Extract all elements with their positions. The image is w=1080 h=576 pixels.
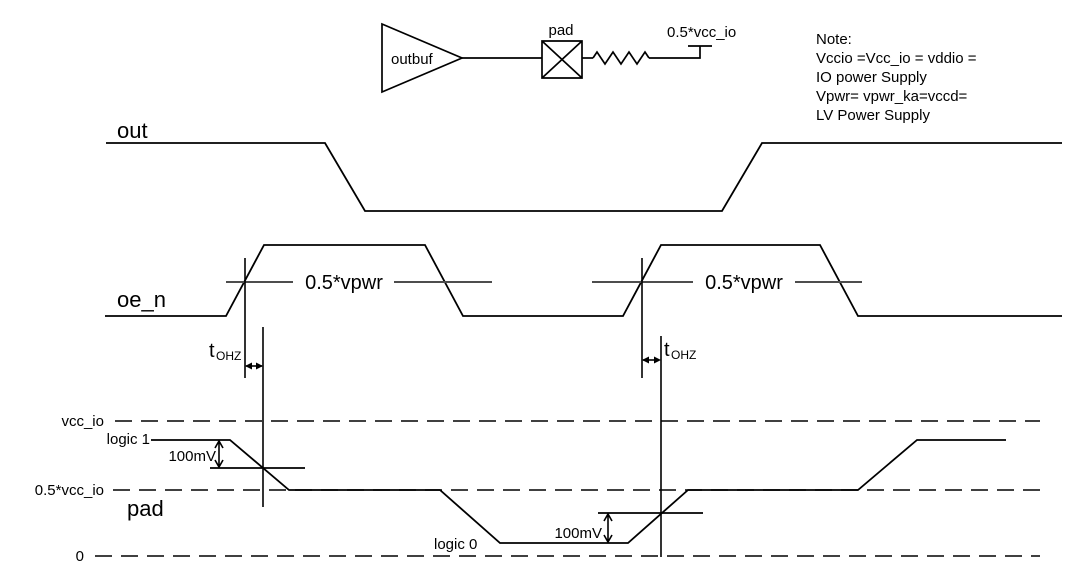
- tohz-marker-1: t OHZ: [209, 258, 264, 507]
- vpwr-threshold-label-1: 0.5*vpwr: [305, 272, 383, 294]
- vcc-io-level-label: vcc_io: [61, 413, 104, 430]
- delta-high-arrow-icon: [214, 439, 224, 469]
- pad-waveform-trace: [151, 439, 1006, 544]
- output-buffer-triangle: [381, 22, 465, 94]
- waveform-oen: oe_n 0.5*vpwr 0.5*vpwr: [105, 244, 1062, 317]
- tohz2-arrowhead-right-icon: [654, 356, 661, 364]
- waveform-out: out: [106, 118, 1062, 212]
- half-vcc-io-level-label: 0.5*vcc_io: [35, 482, 104, 499]
- tohz1-label-subscript: OHZ: [216, 349, 241, 363]
- output-buffer-label: outbuf: [391, 51, 434, 68]
- note-line-1: Note:: [816, 31, 852, 48]
- note-line-3: IO power Supply: [816, 69, 927, 86]
- out-signal-label: out: [117, 118, 148, 143]
- termination-label: 0.5*vcc_io: [667, 24, 736, 41]
- tohz1-label-base: t: [209, 340, 215, 362]
- note-line-2: Vccio =Vcc_io = vddio =: [816, 50, 977, 67]
- waveform-pad: vcc_io logic 1 0.5*vcc_io pad 0 logic 0 …: [35, 413, 1040, 565]
- zero-level-label: 0: [76, 548, 84, 565]
- tohz2-arrowhead-left-icon: [642, 356, 649, 364]
- oen-signal-label: oe_n: [117, 287, 166, 312]
- pad-signal-label: pad: [127, 496, 164, 521]
- delta-high-marker: 100mV: [168, 439, 305, 469]
- tohz1-arrowhead-left-icon: [245, 362, 252, 370]
- note-block: Note: Vccio =Vcc_io = vddio = IO power S…: [816, 31, 977, 124]
- note-line-5: LV Power Supply: [816, 107, 930, 124]
- out-waveform-trace: [106, 142, 1062, 212]
- tohz2-label-subscript: OHZ: [671, 348, 696, 362]
- tohz2-label-base: t: [664, 339, 670, 361]
- pad-symbol-label: pad: [548, 22, 573, 39]
- delta-high-label: 100mV: [168, 448, 216, 465]
- termination-symbol: [649, 45, 712, 59]
- pad-symbol: [541, 40, 583, 79]
- tohz1-arrowhead-right-icon: [256, 362, 263, 370]
- delta-low-marker: 100mV: [554, 512, 703, 544]
- note-line-4: Vpwr= vpwr_ka=vccd=: [816, 88, 968, 105]
- resistor-symbol: [592, 50, 650, 66]
- oen-waveform-trace: [105, 244, 1062, 317]
- tohz-marker-2: t OHZ: [641, 258, 696, 557]
- logic1-label: logic 1: [107, 431, 150, 448]
- delta-low-arrow-icon: [603, 512, 613, 544]
- schematic: outbuf pad 0.5*vcc_io: [381, 22, 736, 94]
- logic0-label: logic 0: [434, 536, 477, 553]
- vpwr-threshold-label-2: 0.5*vpwr: [705, 272, 783, 294]
- delta-low-label: 100mV: [554, 525, 602, 542]
